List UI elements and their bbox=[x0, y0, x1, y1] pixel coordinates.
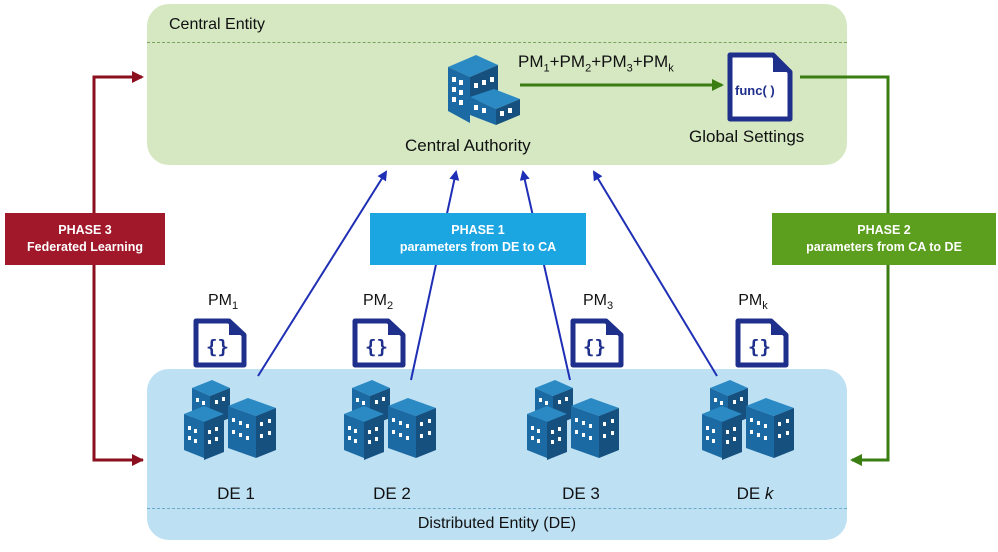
de2-label: DE 2 bbox=[373, 484, 411, 503]
arrow-phase2-route bbox=[800, 75, 890, 466]
dek-label: DE k bbox=[736, 484, 774, 503]
pm2-document-icon: {} bbox=[352, 318, 406, 373]
arrow-dek-to-ca bbox=[592, 170, 718, 377]
pmk-document-icon: {} bbox=[735, 318, 789, 373]
de1-label: DE 1 bbox=[217, 484, 255, 503]
phase2-title: PHASE 2 bbox=[857, 223, 911, 237]
phase3-box: PHASE 3 Federated Learning bbox=[5, 213, 165, 265]
arrow-de3-to-ca bbox=[519, 170, 571, 381]
de3-label: DE 3 bbox=[562, 484, 600, 503]
arrow-de1-to-ca bbox=[257, 170, 388, 377]
de1-building-icon bbox=[182, 378, 278, 469]
pm1-document-icon: {} bbox=[193, 318, 247, 373]
phase2-subtitle: parameters from CA to DE bbox=[806, 240, 962, 254]
divider bbox=[147, 508, 847, 509]
arrow-phase3-route-up bbox=[92, 71, 144, 462]
svg-text:{}: {} bbox=[748, 336, 771, 358]
phase3-subtitle: Federated Learning bbox=[27, 240, 143, 254]
svg-text:{}: {} bbox=[206, 336, 229, 358]
pm3-label: PM3 bbox=[582, 292, 614, 313]
de3-building-icon bbox=[525, 378, 621, 469]
function-document-icon: func( ) bbox=[727, 52, 793, 122]
svg-text:{}: {} bbox=[365, 336, 388, 358]
pm2-label: PM2 bbox=[362, 292, 394, 313]
func-text: func( ) bbox=[735, 83, 775, 98]
phase1-box: PHASE 1 parameters from DE to CA bbox=[370, 213, 586, 265]
aggregation-formula: PM1+PM2+PM3+PMk bbox=[518, 52, 674, 75]
phase1-title: PHASE 1 bbox=[451, 223, 505, 237]
dek-building-icon bbox=[700, 378, 796, 469]
phase1-subtitle: parameters from DE to CA bbox=[399, 240, 557, 254]
svg-text:{}: {} bbox=[583, 336, 606, 358]
global-settings-label: Global Settings bbox=[689, 127, 805, 146]
de2-building-icon bbox=[342, 378, 438, 469]
pm3-document-icon: {} bbox=[570, 318, 624, 373]
phase2-box: PHASE 2 parameters from CA to DE bbox=[772, 213, 996, 265]
distributed-entity-title: Distributed Entity (DE) bbox=[417, 515, 577, 532]
phase3-title: PHASE 3 bbox=[58, 223, 112, 237]
pm1-label: PM1 bbox=[207, 292, 239, 313]
pmk-label: PMk bbox=[738, 292, 768, 313]
arrow-de2-to-ca bbox=[410, 170, 460, 381]
central-authority-label: Central Authority bbox=[405, 136, 531, 155]
divider bbox=[147, 42, 847, 43]
central-entity-title: Central Entity bbox=[169, 16, 266, 33]
central-authority-building-icon bbox=[448, 55, 520, 125]
